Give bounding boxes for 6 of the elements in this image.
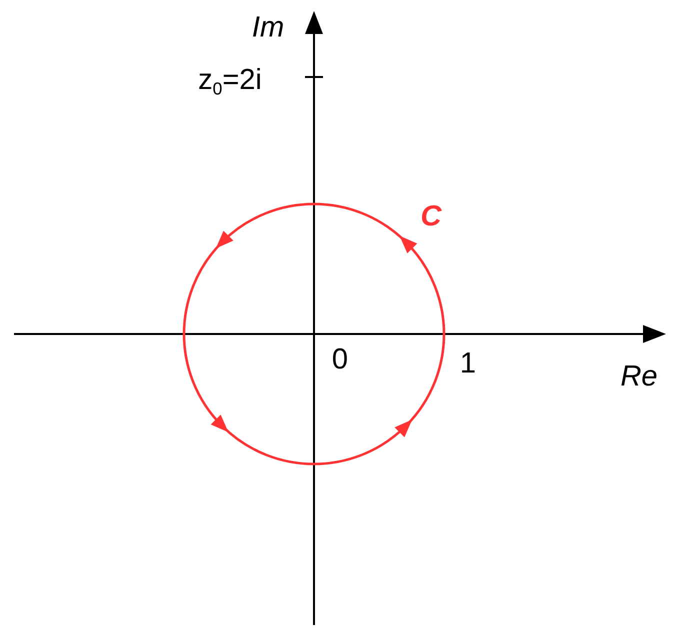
tick-label: 1 xyxy=(460,350,476,378)
origin-label: 0 xyxy=(332,346,348,374)
axis-label: Im xyxy=(252,14,284,42)
point-label: z$_{0}$=2i xyxy=(198,66,262,98)
contour-label: C xyxy=(420,202,442,232)
axis-label: Re xyxy=(620,362,658,392)
